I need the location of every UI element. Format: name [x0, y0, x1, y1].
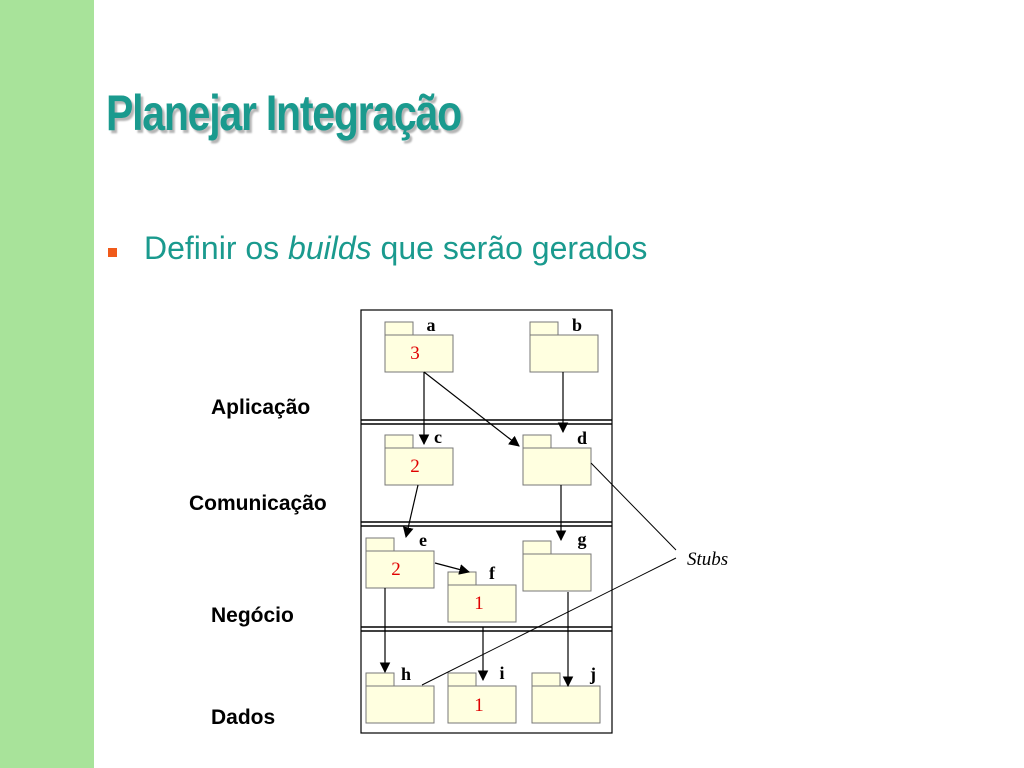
package-label-c: c: [434, 427, 442, 447]
stubs-pointer-h: [421, 557, 677, 686]
package-label-f: f: [489, 563, 496, 583]
build-number-e: 2: [391, 559, 401, 580]
package-a: a 3: [384, 315, 454, 373]
bullet-square-icon: [108, 248, 117, 257]
layer-label-dados: Dados: [211, 706, 276, 729]
package-j: j: [531, 664, 601, 724]
package-label-e: e: [419, 530, 427, 550]
layer-label-comunicacao: Comunicação: [189, 492, 327, 515]
package-h: h: [365, 664, 435, 724]
dependency-arrow-e-f: [434, 562, 471, 575]
package-label-i: i: [499, 663, 504, 683]
dependency-arrow-c-e: [402, 484, 419, 539]
build-number-a: 3: [410, 343, 420, 364]
package-g: g: [522, 529, 592, 592]
bullet-text-emphasis: builds: [288, 230, 372, 266]
package-d: d: [522, 428, 592, 486]
layer-separator: [361, 521, 612, 527]
layer-label-negocio: Negócio: [211, 604, 294, 627]
bullet-text-after: que serão gerados: [371, 230, 648, 266]
package-label-a: a: [427, 315, 436, 335]
layer-separator: [361, 626, 612, 632]
layer-label-aplicacao: Aplicação: [211, 396, 311, 419]
package-label-b: b: [572, 315, 582, 335]
dependency-arrow-a-d: [423, 371, 520, 447]
build-number-i: 1: [474, 695, 484, 716]
package-i: i 1: [447, 663, 517, 724]
stubs-label: Stubs: [687, 549, 728, 570]
package-c: c 2: [384, 427, 454, 486]
build-number-c: 2: [410, 456, 420, 477]
package-e: e 2: [365, 530, 435, 589]
package-b: b: [529, 315, 599, 373]
package-f: f 1: [447, 563, 517, 623]
slide-title: Planejar Integração: [106, 85, 462, 141]
build-number-f: 1: [474, 593, 484, 614]
package-label-g: g: [578, 529, 587, 549]
package-label-j: j: [589, 664, 596, 684]
bullet-text-before: Definir os: [144, 230, 289, 266]
package-label-d: d: [577, 428, 587, 448]
package-label-h: h: [401, 664, 411, 684]
left-accent-band: [0, 0, 94, 768]
bullet-item: Definir os builds que serão gerados: [108, 230, 647, 267]
stubs-pointer-d: [590, 462, 677, 551]
